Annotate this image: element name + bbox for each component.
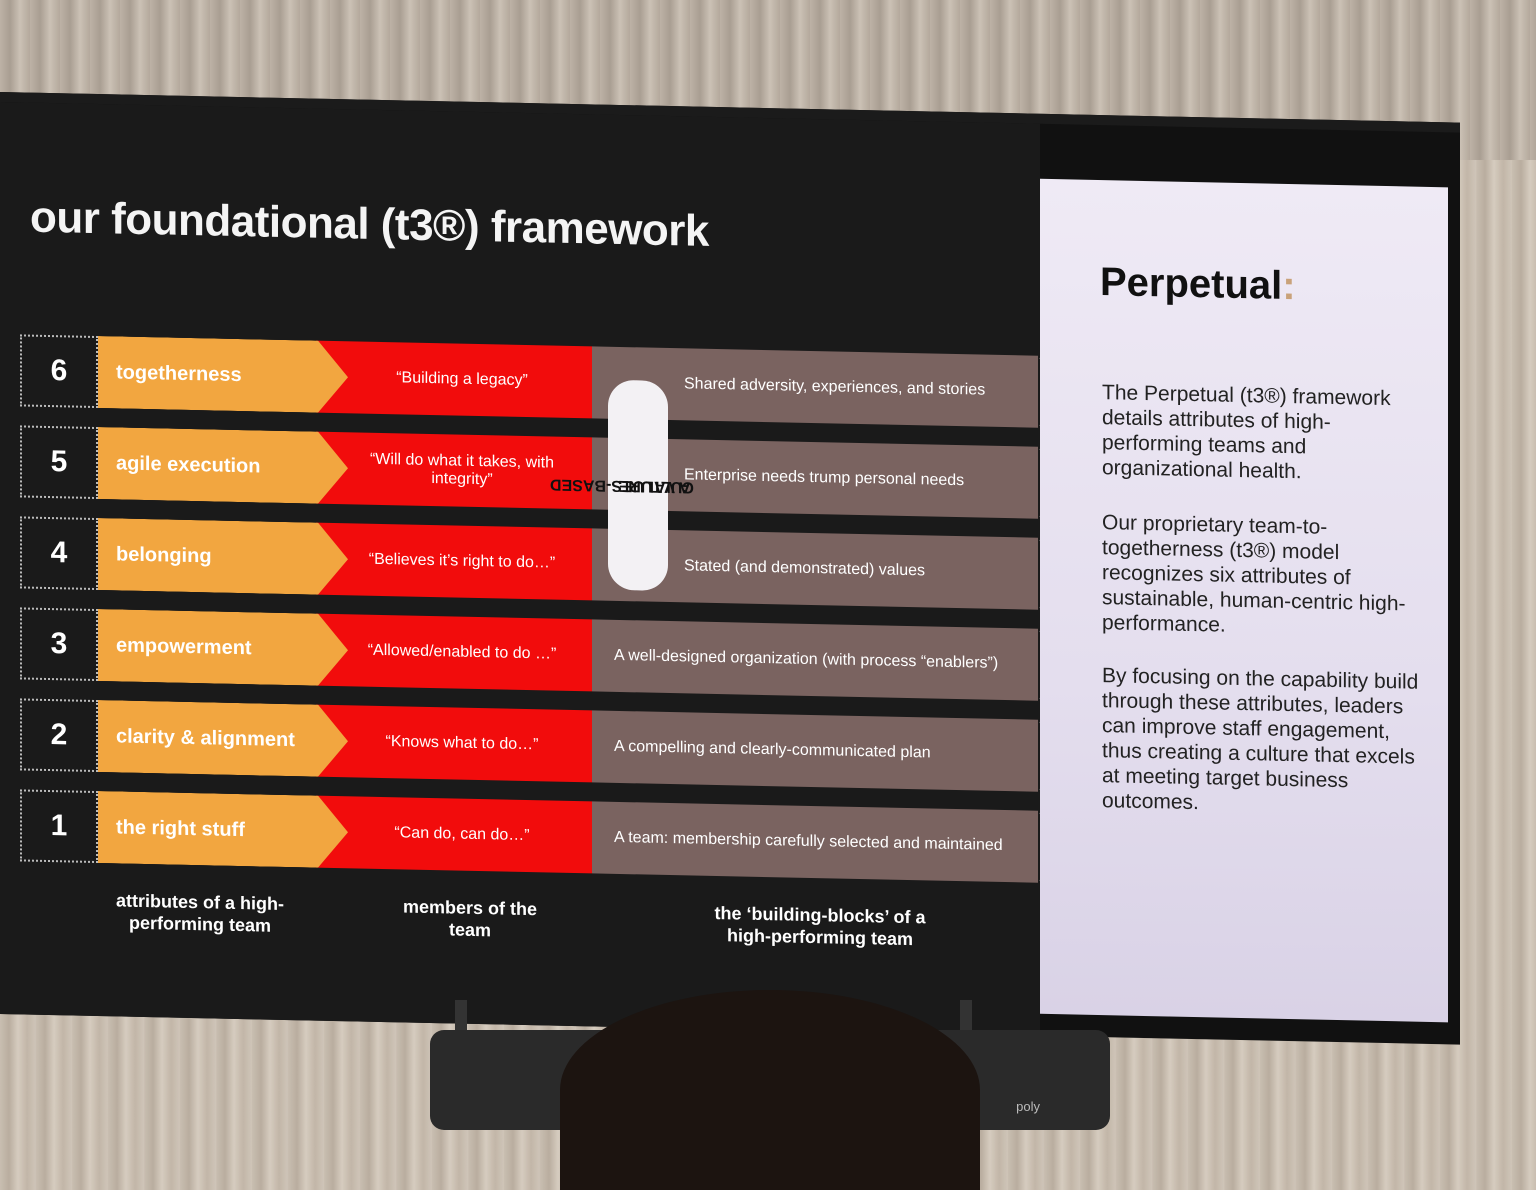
member-quote: “Believes it’s right to do…”	[316, 522, 592, 601]
slide-main-panel: our foundational (t3®) framework 6 toget…	[0, 102, 1067, 1036]
attribute-label: belonging	[98, 518, 348, 595]
device-logo: poly	[1016, 1099, 1040, 1114]
building-block: A well-designed organization (with proce…	[592, 619, 1038, 701]
sidebar-paragraph-2: Our proprietary team-to-togetherness (t3…	[1102, 511, 1406, 637]
row-number: 1	[20, 789, 98, 864]
row-number: 2	[20, 698, 98, 773]
row-number: 4	[20, 516, 98, 591]
member-quote: “Can do, can do…”	[316, 795, 592, 874]
attribute-label: agile execution	[98, 427, 348, 504]
attribute-label: the right stuff	[98, 791, 348, 868]
brand-name: Perpetual	[1100, 260, 1283, 308]
framework-row-5: 5 agile execution “Will do what it takes…	[20, 425, 1067, 519]
slide-title: our foundational (t3®) framework	[30, 192, 709, 256]
sidebar-paragraph-1: The Perpetual (t3®) framework details at…	[1102, 381, 1391, 484]
attribute-label: togetherness	[98, 336, 348, 413]
framework-row-1: 1 the right stuff “Can do, can do…” A te…	[20, 789, 1067, 883]
framework-row-3: 3 empowerment “Allowed/enabled to do …” …	[20, 607, 1067, 701]
member-quote: “Allowed/enabled to do …”	[316, 613, 592, 692]
building-block: A team: membership carefully selected an…	[592, 801, 1038, 883]
brand-logo: Perpetual:	[1100, 260, 1296, 309]
footer-members-caption: members of the team	[402, 896, 538, 941]
framework-row-2: 2 clarity & alignment “Knows what to do……	[20, 698, 1067, 792]
member-quote: “Will do what it takes, with integrity”	[316, 431, 592, 510]
row-number: 6	[20, 334, 98, 409]
row-number: 3	[20, 607, 98, 682]
footer-attributes-caption: attributes of a high-performing team	[116, 890, 284, 936]
audience-head	[560, 990, 980, 1190]
attribute-label: empowerment	[98, 609, 348, 686]
building-block: A compelling and clearly-communicated pl…	[592, 710, 1038, 792]
attribute-label: clarity & alignment	[98, 700, 348, 777]
footer-building-blocks-caption: the ‘building-blocks’ of a high-performi…	[714, 902, 926, 950]
culture-label-line2: CULTURE	[618, 476, 694, 496]
row-number: 5	[20, 425, 98, 500]
brand-colon: :	[1282, 263, 1296, 309]
member-quote: “Knows what to do…”	[316, 704, 592, 783]
tv-screen: our foundational (t3®) framework 6 toget…	[0, 92, 1460, 1045]
member-quote: “Building a legacy”	[316, 340, 592, 419]
sidebar-paragraph-3: By focusing on the capability build thro…	[1102, 664, 1419, 815]
framework-row-6: 6 togetherness “Building a legacy” Share…	[20, 334, 1067, 428]
framework-row-4: 4 belonging “Believes it’s right to do…”…	[20, 516, 1067, 610]
slide-sidebar-panel: Perpetual: The Perpetual (t3®) framework…	[1040, 178, 1448, 1023]
